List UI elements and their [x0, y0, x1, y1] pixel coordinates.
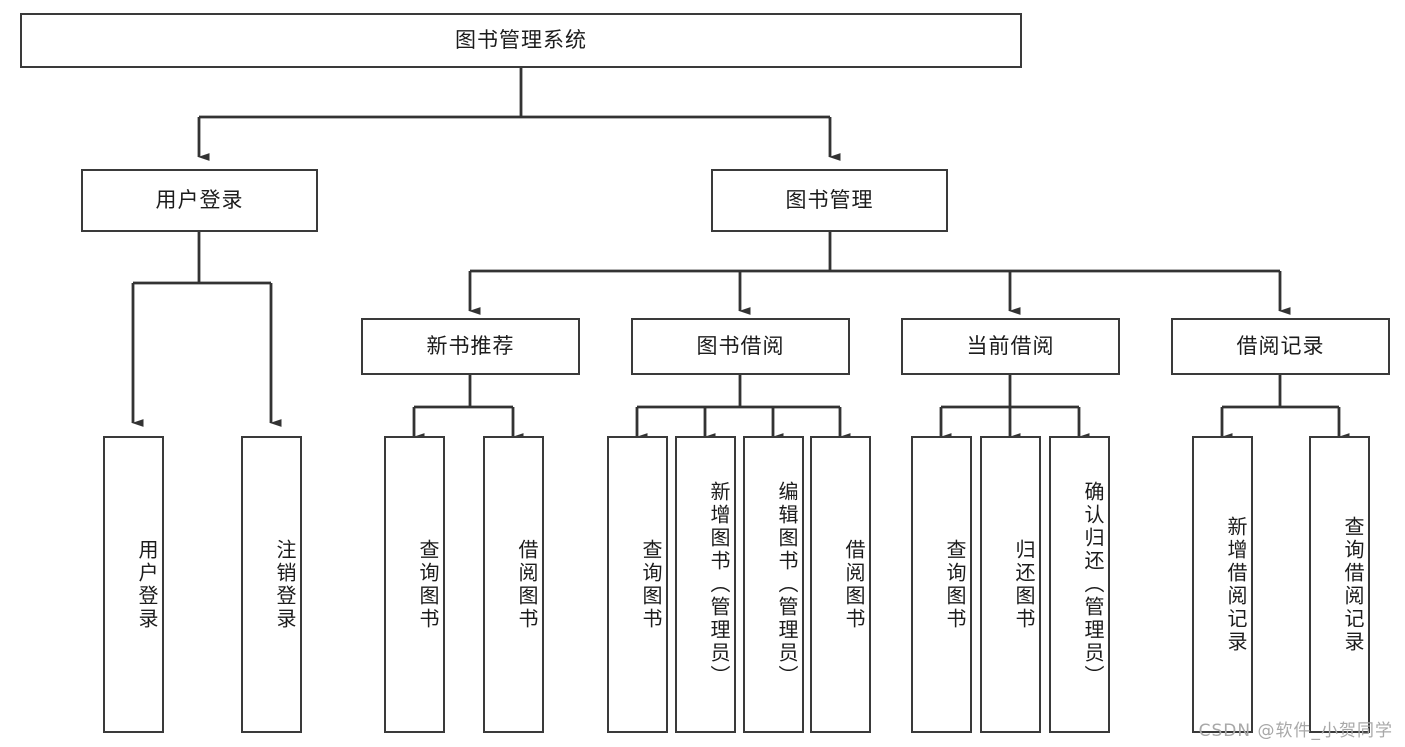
node-new-book-recommend-label: 新书推荐 [426, 333, 515, 358]
leaf-borrow-query-book[interactable]: 查询图书 [607, 436, 668, 733]
leaf-record-query[interactable]: 查询借阅记录 [1309, 436, 1370, 733]
leaf-label: 注销登录 [273, 538, 297, 631]
leaf-label: 借阅图书 [515, 538, 539, 631]
leaf-label: 查询图书 [416, 538, 440, 631]
leaf-current-return-book[interactable]: 归还图书 [980, 436, 1041, 733]
leaf-borrow-edit-book[interactable]: 编辑图书（管理员） [743, 436, 804, 733]
leaf-new-book-query[interactable]: 查询图书 [384, 436, 445, 733]
node-current-borrow[interactable]: 当前借阅 [901, 318, 1120, 375]
node-book-borrow[interactable]: 图书借阅 [631, 318, 850, 375]
node-book-management[interactable]: 图书管理 [711, 169, 948, 232]
node-user-login-label: 用户登录 [155, 187, 244, 212]
leaf-current-query-book[interactable]: 查询图书 [911, 436, 972, 733]
node-borrow-record[interactable]: 借阅记录 [1171, 318, 1390, 375]
leaf-label: 查询借阅记录 [1341, 515, 1365, 654]
node-borrow-record-label: 借阅记录 [1236, 333, 1325, 358]
node-current-borrow-label: 当前借阅 [966, 333, 1055, 358]
leaf-label: 查询图书 [943, 538, 967, 631]
leaf-borrow-add-book[interactable]: 新增图书（管理员） [675, 436, 736, 733]
leaf-label: 借阅图书 [842, 538, 866, 631]
leaf-current-confirm-return[interactable]: 确认归还（管理员） [1049, 436, 1110, 733]
node-book-borrow-label: 图书借阅 [696, 333, 785, 358]
leaf-record-add[interactable]: 新增借阅记录 [1192, 436, 1253, 733]
csdn-watermark: CSDN @软件_小贺同学 [1198, 721, 1393, 741]
leaf-label: 新增借阅记录 [1224, 515, 1248, 654]
node-new-book-recommend[interactable]: 新书推荐 [361, 318, 580, 375]
leaf-user-login-signout[interactable]: 注销登录 [241, 436, 302, 733]
leaf-user-login-signin[interactable]: 用户登录 [103, 436, 164, 733]
leaf-label: 归还图书 [1012, 538, 1036, 631]
leaf-new-book-borrow[interactable]: 借阅图书 [483, 436, 544, 733]
node-book-management-label: 图书管理 [785, 187, 874, 212]
leaf-label: 查询图书 [639, 538, 663, 631]
leaf-borrow-borrow-book[interactable]: 借阅图书 [810, 436, 871, 733]
leaf-label: 新增图书（管理员） [707, 481, 731, 688]
node-user-login[interactable]: 用户登录 [81, 169, 318, 232]
node-root[interactable]: 图书管理系统 [20, 13, 1022, 68]
leaf-label: 用户登录 [135, 538, 159, 631]
leaf-label: 确认归还（管理员） [1081, 481, 1105, 688]
leaf-label: 编辑图书（管理员） [775, 481, 799, 688]
node-root-label: 图书管理系统 [455, 27, 587, 52]
